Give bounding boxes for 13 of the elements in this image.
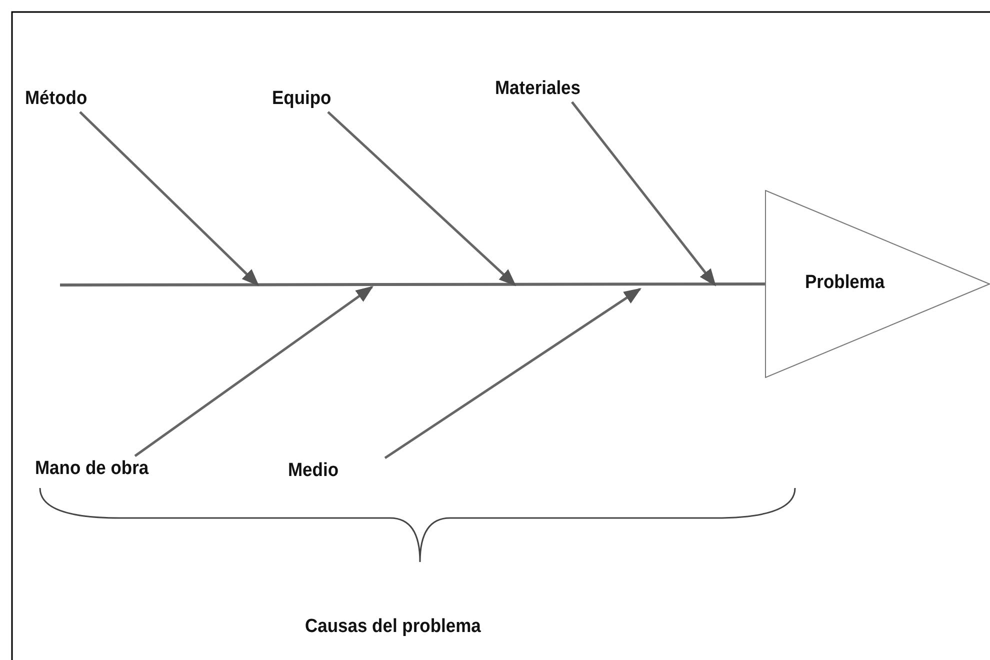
cause-label: Mano de obra [35, 458, 149, 480]
cause-arrow [134, 286, 374, 458]
brace-caption: Causas del problema [305, 616, 481, 638]
cause-arrow [384, 288, 642, 460]
cause-arrow [571, 101, 716, 286]
spine-line [60, 282, 765, 286]
cause-arrow [327, 111, 516, 286]
effect-label: Problema [805, 272, 885, 294]
cause-label: Equipo [272, 88, 332, 110]
cause-arrow [79, 111, 260, 286]
cause-label: Medio [288, 460, 338, 482]
cause-label: Método [25, 88, 88, 110]
cause-label: Materiales [495, 78, 581, 100]
